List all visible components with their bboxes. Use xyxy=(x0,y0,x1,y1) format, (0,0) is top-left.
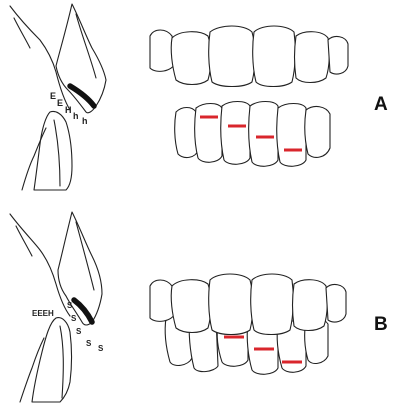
sound-letter: S xyxy=(98,344,104,353)
upper-tooth xyxy=(328,37,348,74)
upper-tooth xyxy=(251,274,294,335)
sound-letter: S xyxy=(76,327,82,336)
upper-arch-a xyxy=(150,26,348,87)
sound-letter: S xyxy=(86,339,92,348)
lower-tooth xyxy=(305,107,330,158)
sound-letter: h xyxy=(82,116,88,126)
lower-tooth xyxy=(249,102,278,167)
upper-tooth xyxy=(209,274,253,335)
panel-label-b: B xyxy=(374,314,388,335)
frontal-teeth-b xyxy=(150,274,346,374)
upper-tooth xyxy=(295,32,330,83)
upper-arch-b xyxy=(150,274,346,335)
panel-b: EEEH S S S S S xyxy=(10,212,388,402)
profile-sketch-b xyxy=(10,212,102,402)
sound-letter: S xyxy=(71,314,77,323)
profile-sketch-a xyxy=(10,4,106,190)
sound-letter: E xyxy=(57,98,63,108)
lower-tooth xyxy=(195,104,222,163)
sound-letter: h xyxy=(73,111,79,121)
lower-arch-a xyxy=(175,102,330,167)
upper-tooth xyxy=(171,32,211,85)
sound-letter: EEEH xyxy=(32,309,54,318)
nose-line-a xyxy=(14,18,30,48)
upper-tooth xyxy=(171,280,211,333)
lower-tooth xyxy=(277,104,306,167)
lower-incisor-profile-b xyxy=(32,318,72,402)
lower-incisor-profile-a xyxy=(34,111,72,190)
lower-tooth xyxy=(221,102,250,165)
upper-tooth xyxy=(326,285,346,322)
sound-letter: H xyxy=(65,105,72,115)
upper-tooth xyxy=(209,26,255,87)
upper-tooth xyxy=(293,280,328,331)
frontal-teeth-a xyxy=(150,26,348,166)
upper-tooth xyxy=(253,26,296,87)
panel-label-a: A xyxy=(374,94,388,115)
panel-a: E E H h h xyxy=(10,4,388,190)
sound-letter: E xyxy=(50,91,56,101)
sound-letter: S xyxy=(67,301,73,310)
